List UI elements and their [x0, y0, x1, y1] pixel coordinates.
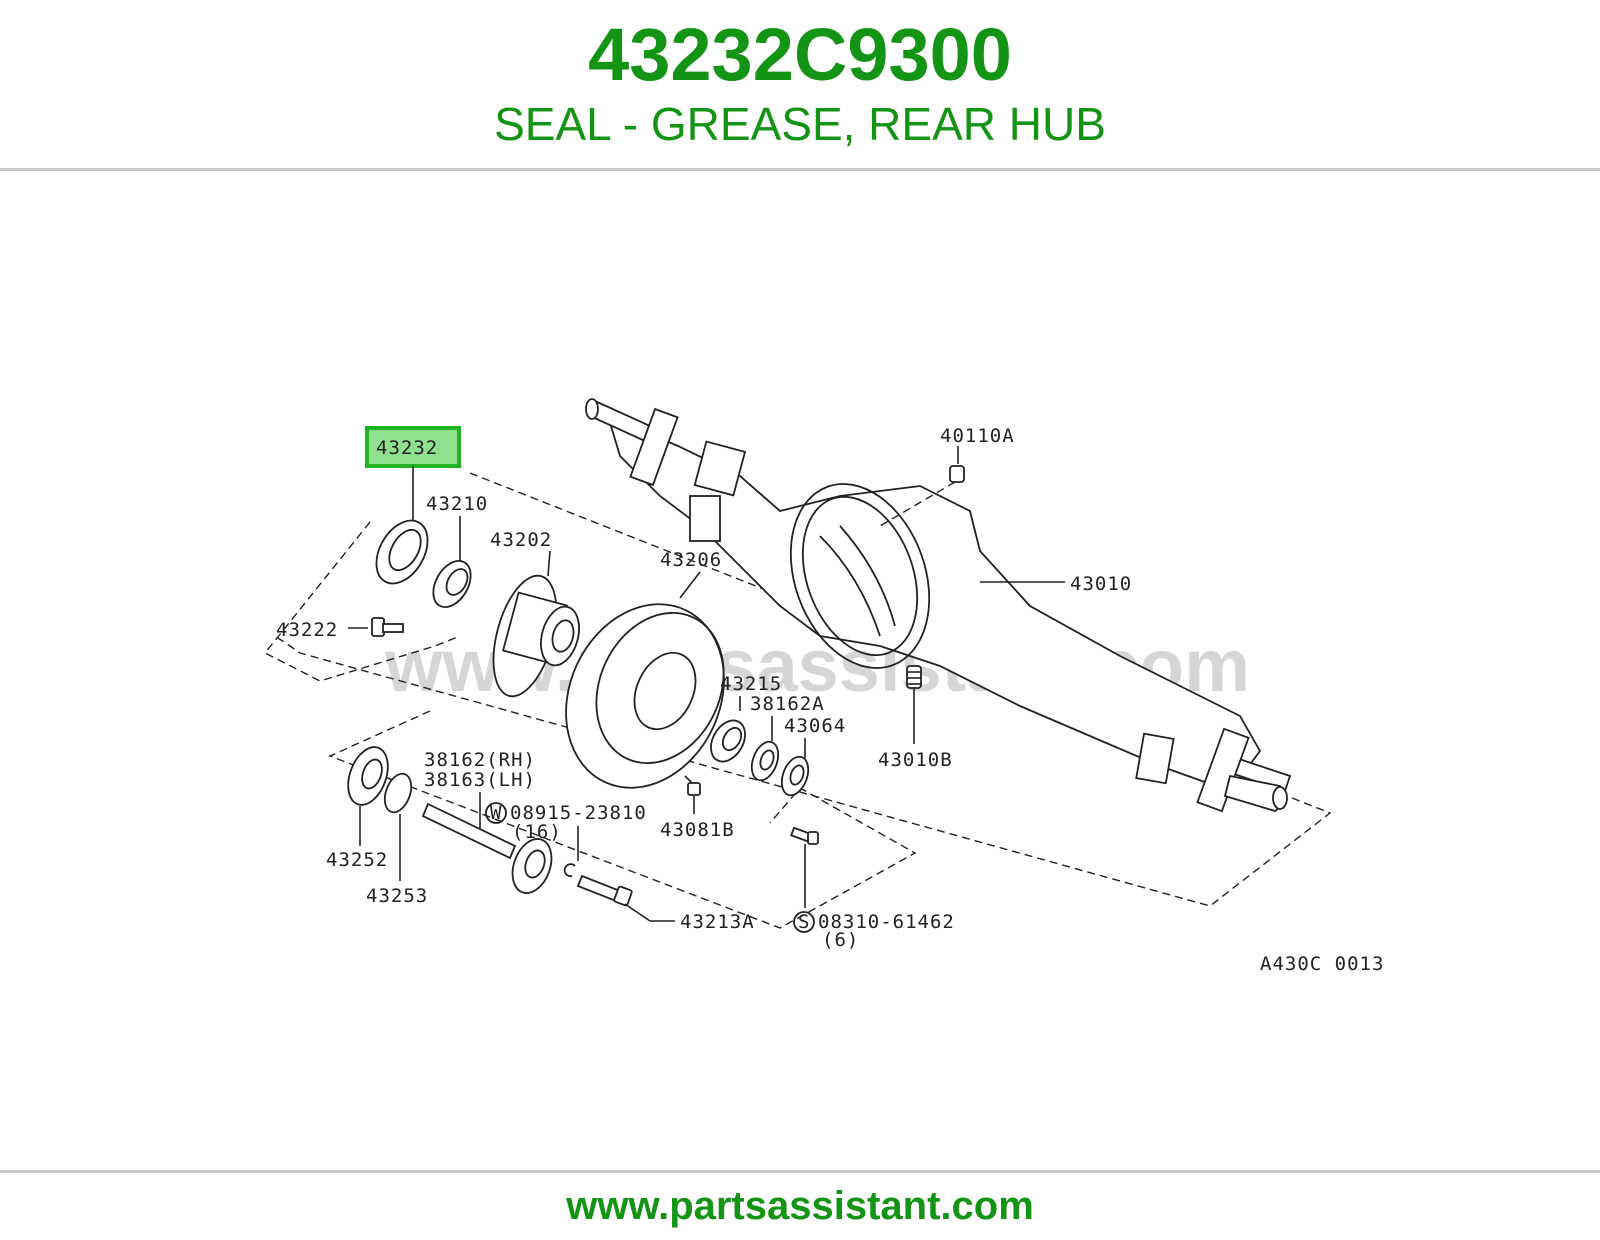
ring-38162A — [750, 740, 780, 782]
label-s-mark: S — [798, 911, 810, 933]
part-number-title: 43232C9300 — [588, 13, 1012, 96]
footer-website-link[interactable]: www.partsassistant.com — [566, 1184, 1034, 1228]
axle-housing — [606, 414, 1262, 793]
nut-43081B — [687, 782, 701, 796]
hub-bolt-43222 — [371, 617, 404, 637]
label-38162: 38162(RH) — [424, 749, 536, 771]
drain-plug-43010B — [906, 665, 922, 689]
axle-shaft-right — [1135, 727, 1292, 813]
bearing-43210 — [432, 560, 472, 608]
leader-43213A — [624, 903, 675, 922]
plate-43064 — [780, 755, 810, 797]
lock-washer-08915 — [563, 863, 576, 878]
label-43010: 43010 — [1070, 573, 1132, 595]
bearing-43215 — [710, 719, 746, 763]
assembly-outline-hub — [263, 521, 461, 682]
part-description: SEAL - GREASE, REAR HUB — [494, 98, 1106, 150]
header-divider — [0, 168, 1600, 171]
label-08310: 08310-61462 — [818, 911, 955, 933]
label-43206: 43206 — [660, 549, 722, 571]
leader-43202 — [547, 550, 551, 577]
label-43213A: 43213A — [680, 911, 755, 933]
diagram-code: A430C 0013 — [1260, 953, 1384, 975]
hub-43202 — [492, 574, 580, 698]
leader-43206 — [679, 571, 701, 599]
bolt-43213A — [576, 874, 633, 907]
bolt-08310 — [790, 826, 819, 845]
washer-mark-circle — [485, 802, 507, 824]
label-43064: 43064 — [784, 715, 846, 737]
o-ring-43253 — [383, 772, 413, 814]
label-38162A: 38162A — [750, 693, 825, 715]
flange-43252 — [347, 746, 389, 806]
label-43081B: 43081B — [660, 819, 735, 841]
footer-divider — [0, 1170, 1600, 1173]
label-43210: 43210 — [426, 493, 488, 515]
label-43215: 43215 — [720, 673, 782, 695]
label-43202: 43202 — [490, 529, 552, 551]
label-08915: 08915-23810 — [510, 802, 647, 824]
label-43252: 43252 — [326, 849, 388, 871]
label-38163: 38163(LH) — [424, 769, 536, 791]
label-40110A: 40110A — [940, 425, 1015, 447]
grease-seal-43232 — [375, 519, 429, 585]
label-43010B: 43010B — [878, 749, 953, 771]
axle-shaft-left — [585, 398, 679, 487]
s-mark-circle — [793, 911, 815, 933]
page-header: 43232C9300 SEAL - GREASE, REAR HUB — [0, 0, 1600, 168]
label-08915-qty: (16) — [512, 821, 562, 843]
label-w-mark: W — [490, 802, 502, 824]
label-43222: 43222 — [276, 619, 338, 641]
leader-40110A-dash — [879, 481, 956, 527]
breather-plug-40110A — [949, 465, 965, 483]
brake-drum-43206 — [565, 603, 725, 789]
exploded-parts-diagram: www.partsassistant.com 40110A 43010 — [180, 336, 1420, 1016]
label-43232: 43232 — [376, 437, 438, 459]
label-08310-qty: (6) — [822, 929, 859, 951]
label-43253: 43253 — [366, 885, 428, 907]
axle-shaft-38162 — [421, 802, 553, 894]
